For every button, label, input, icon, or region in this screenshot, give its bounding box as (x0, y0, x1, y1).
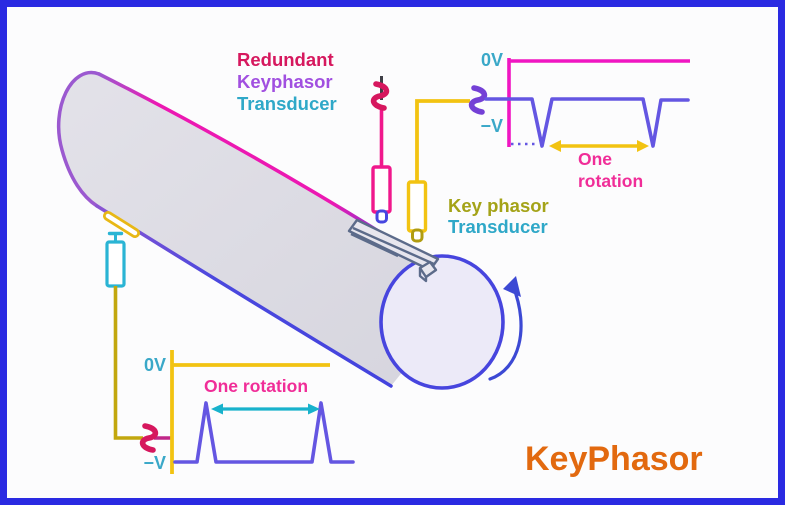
keyway-marker (103, 211, 140, 238)
keyway-end-lip (418, 260, 438, 279)
redundant-label-line1: Redundant (237, 49, 334, 70)
zero-volt-label: 0V (144, 355, 166, 375)
shaft-body (58, 72, 444, 386)
arrowhead-right-icon (637, 140, 649, 152)
waveform-bottom: 0V −V One rotation (143, 350, 355, 474)
one-rotation-label-line1: One (578, 149, 612, 169)
diagram-title: KeyPhasor (525, 440, 703, 478)
one-rotation-label: One rotation (204, 376, 308, 396)
one-rotation-label-line2: rotation (578, 171, 643, 191)
keyway-slot (347, 218, 440, 283)
arrowhead-left-icon (211, 403, 223, 415)
neg-volt-label: −V (143, 453, 166, 473)
redundant-probe-assembly (371, 76, 392, 224)
arrowhead-right-icon (308, 403, 320, 415)
keyway-end-drop (418, 268, 428, 283)
pink-probe-body (371, 165, 392, 214)
redundant-label-line2: Keyphasor (237, 71, 333, 92)
redundant-label-line3: Transducer (237, 93, 337, 114)
signal-trace (484, 97, 690, 148)
neg-volt-label: −V (480, 116, 503, 136)
redundant-transducer-label: Redundant Keyphasor Transducer (237, 49, 337, 114)
shaft-left-cap (56, 70, 101, 208)
arrowhead-left-icon (549, 140, 561, 152)
keyphasor-transducer-label: Key phasor Transducer (448, 195, 549, 237)
yellow-probe-body (406, 180, 428, 233)
left-probe-assembly (105, 231, 172, 451)
keyphasor-probe-assembly (406, 88, 485, 243)
signal-trace (173, 401, 355, 464)
keyway-inner-line (352, 226, 435, 266)
zero-volt-label: 0V (481, 50, 503, 70)
keyphasor-label-line1: Key phasor (448, 195, 549, 216)
waveform-right: 0V −V One rotation (480, 50, 690, 191)
shaft (56, 70, 505, 390)
pink-probe-tip (375, 209, 388, 224)
keyphasor-label-line2: Transducer (448, 216, 548, 237)
yellow-probe-tip (411, 228, 424, 243)
keyway-depth-line (350, 232, 399, 258)
yellow-lead-wire (415, 99, 470, 182)
olive-lead-wire (113, 286, 143, 440)
shaft-end-face (379, 254, 505, 390)
rotation-arrow-icon (488, 276, 523, 381)
teal-probe-body (105, 240, 126, 288)
